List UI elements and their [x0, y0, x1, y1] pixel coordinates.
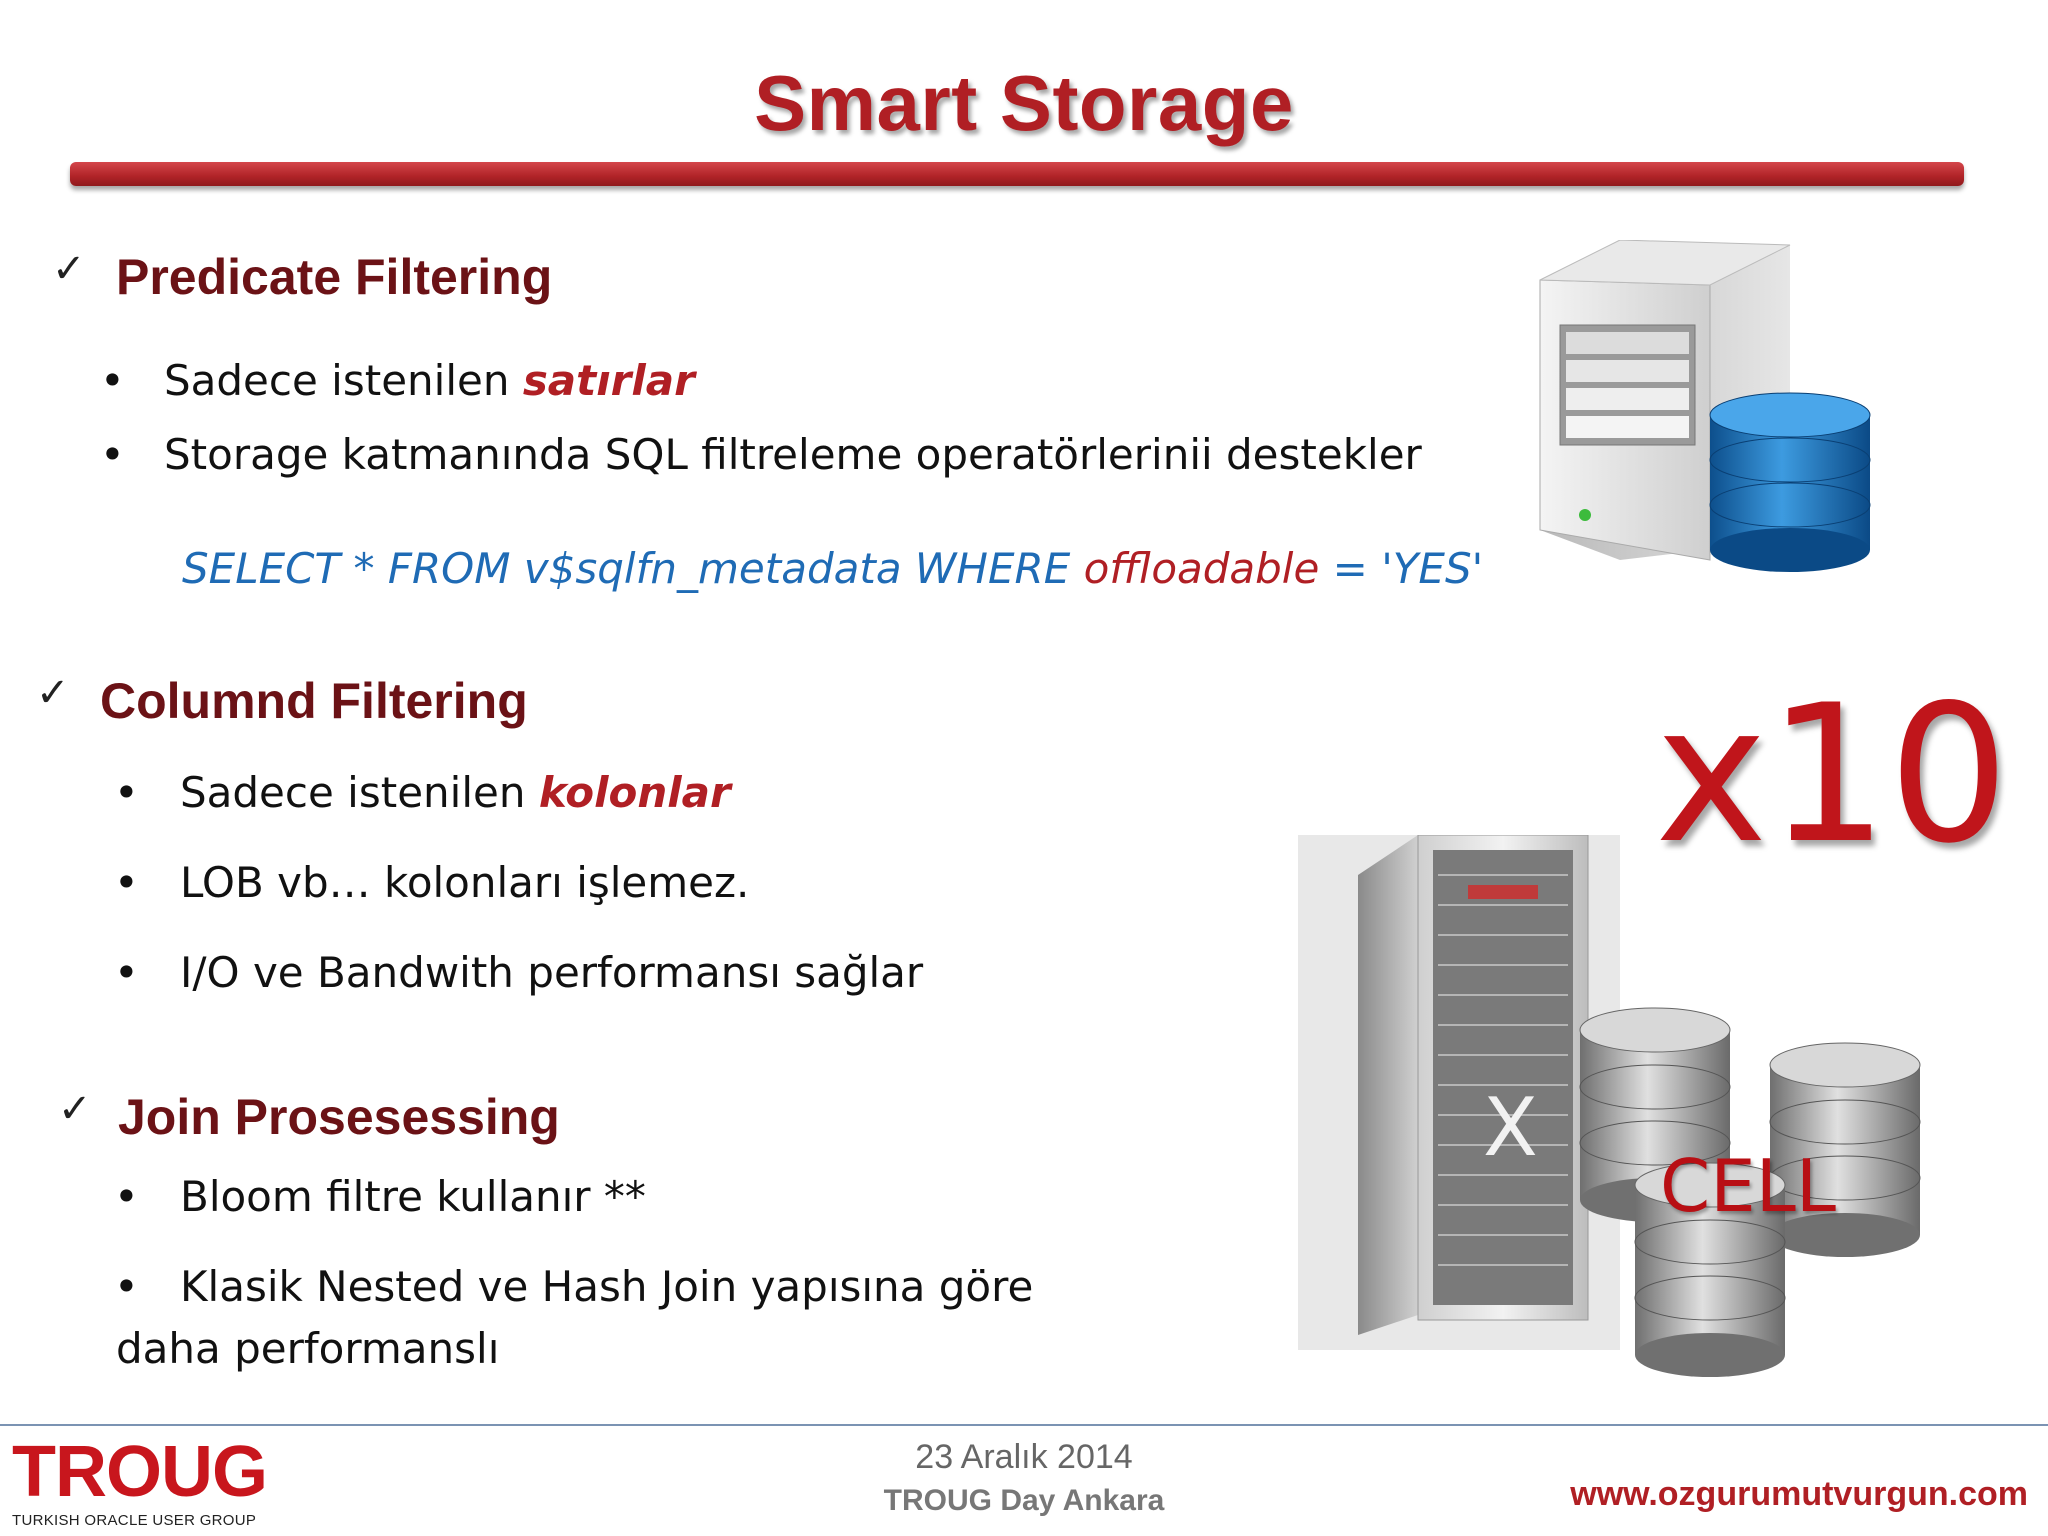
checkmark-icon: ✓: [58, 1086, 92, 1132]
bullet-icon: •: [100, 430, 125, 479]
section-heading-column: Columnd Filtering: [100, 673, 528, 729]
logo-subtitle: TURKISH ORACLE USER GROUP: [12, 1512, 257, 1529]
bullet-icon: •: [114, 858, 139, 907]
bullet-icon: •: [114, 1262, 139, 1311]
title-underline-bar: [70, 162, 1964, 186]
rack-x-label: X: [1483, 1081, 1538, 1174]
section-heading-join: Join Prosesessing: [118, 1089, 560, 1145]
list-item: Klasik Nested ve Hash Join yapısına göre: [180, 1262, 1034, 1311]
sql-example: SELECT * FROM v$sqlfn_metadata WHERE off…: [182, 544, 1484, 593]
list-item: Sadece istenilen kolonlar: [180, 768, 731, 817]
section-heading-predicate: Predicate Filtering: [116, 249, 553, 305]
bullet-icon: •: [114, 948, 139, 997]
list-item: Sadece istenilen satırlar: [164, 356, 695, 405]
list-item: I/O ve Bandwith performansı sağlar: [180, 948, 924, 997]
bullet-icon: •: [114, 1172, 139, 1221]
exadata-rack-icon: X: [1298, 835, 1620, 1350]
database-cylinders-icon: [1579, 1007, 1921, 1377]
footer-date: 23 Aralık 2014: [915, 1438, 1133, 1476]
cell-label: CELL: [1660, 1144, 1836, 1228]
checkmark-icon: ✓: [36, 670, 70, 716]
bullet-icon: •: [114, 768, 139, 817]
list-item: Bloom filtre kullanır **: [180, 1172, 646, 1221]
slide-title: Smart Storage: [754, 59, 1294, 147]
server-database-icon: [1539, 240, 1871, 572]
footer-event: TROUG Day Ankara: [883, 1484, 1165, 1517]
checkmark-icon: ✓: [52, 246, 86, 292]
list-item: Storage katmanında SQL filtreleme operat…: [164, 430, 1422, 479]
list-item-continuation: daha performanslı: [116, 1324, 500, 1373]
troug-logo: TROUG TURKISH ORACLE USER GROUP: [12, 1432, 268, 1529]
performance-multiplier: x10: [1655, 664, 2010, 885]
footer-divider: [0, 1424, 2048, 1426]
bullet-icon: •: [100, 356, 125, 405]
list-item: LOB vb… kolonları işlemez.: [180, 858, 750, 907]
logo-text: TROUG: [12, 1432, 268, 1512]
footer-url[interactable]: www.ozgurumutvurgun.com: [1570, 1475, 2028, 1513]
